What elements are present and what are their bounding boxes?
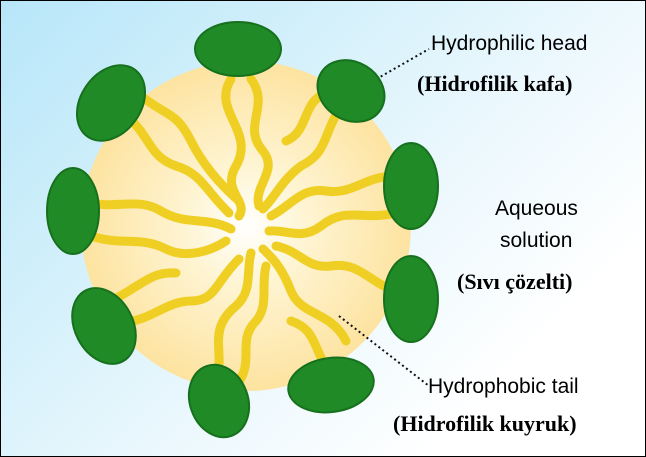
hydrophilic-head-label-tr: (Hidrofilik kafa) <box>417 71 572 97</box>
head-3 <box>384 143 438 229</box>
head-1 <box>195 22 281 76</box>
hydrophilic-head-label: Hydrophilic head <box>431 32 587 56</box>
hydrophobic-tail-label-tr: (Hidrofilik kuyruk) <box>393 411 577 437</box>
aqueous-solution-label-tr: (Sıvı çözelti) <box>457 269 572 295</box>
hydrophobic-tail-label: Hydrophobic tail <box>428 375 579 399</box>
head-8 <box>47 168 99 254</box>
aqueous-solution-label-line1: Aqueous <box>495 197 578 221</box>
aqueous-solution-label-line2: solution <box>500 229 572 253</box>
head-4 <box>384 256 438 342</box>
